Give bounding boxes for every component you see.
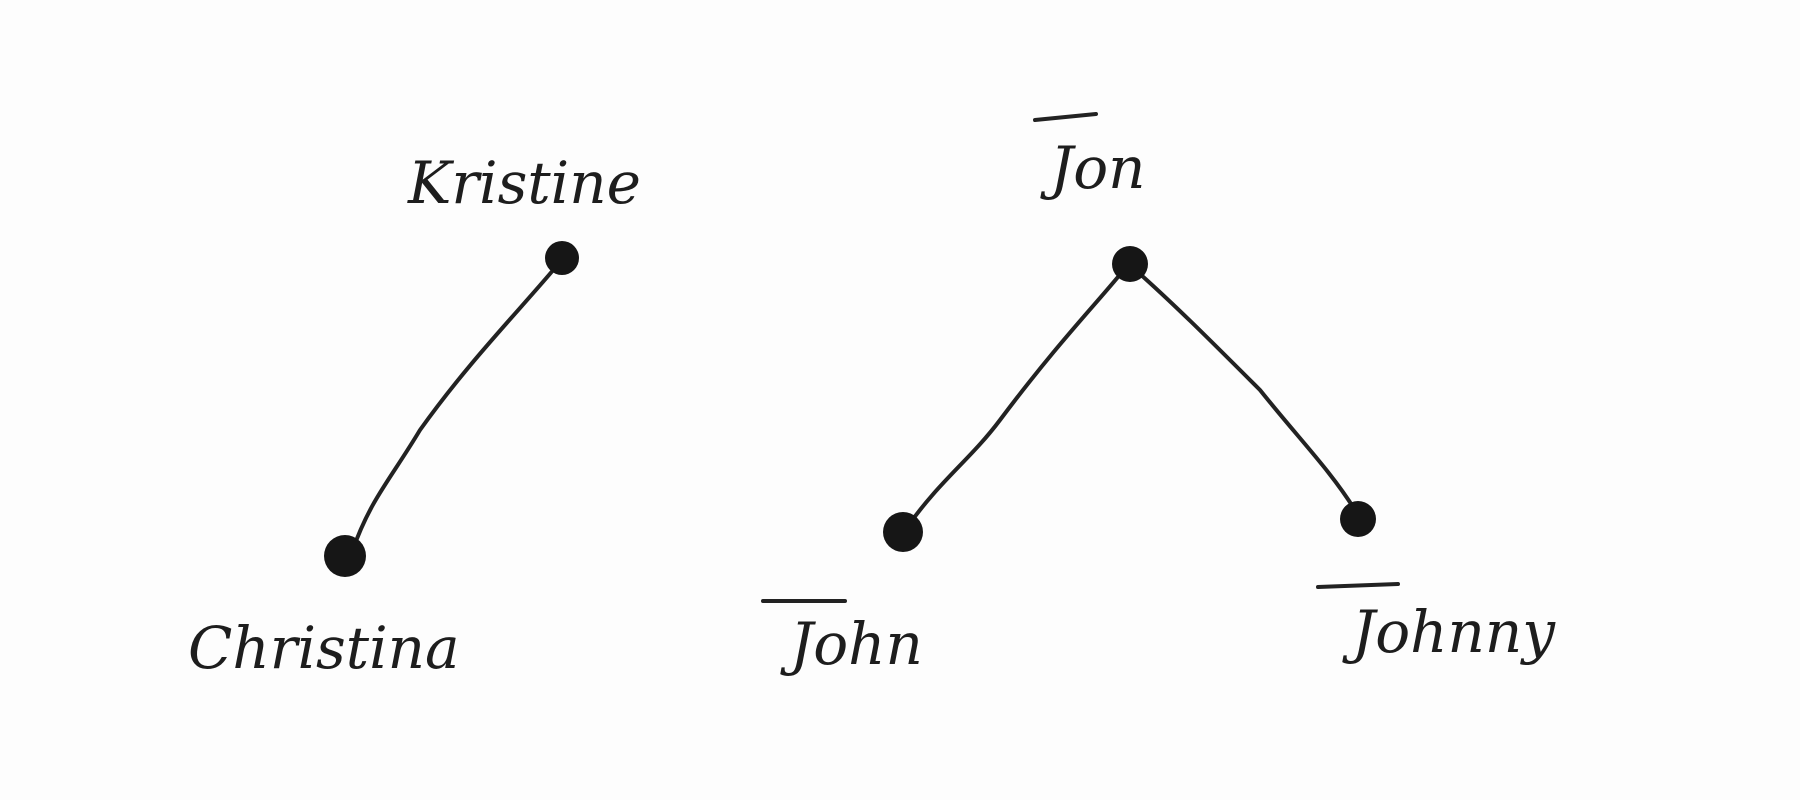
label-john: John bbox=[780, 610, 923, 678]
edge-kristine-christina bbox=[350, 260, 562, 554]
label-jon: Jon bbox=[1040, 134, 1146, 202]
node-johnny bbox=[1340, 501, 1376, 537]
label-christina: Christina bbox=[188, 614, 460, 682]
edge-jon-john bbox=[903, 264, 1129, 532]
label-johnny: Johnny bbox=[1342, 598, 1556, 666]
edge-jon-johnny bbox=[1129, 264, 1357, 512]
crossbar-jon bbox=[1033, 112, 1098, 122]
node-kristine bbox=[545, 241, 579, 275]
node-john bbox=[883, 512, 923, 552]
node-jon bbox=[1112, 246, 1148, 282]
label-kristine: Kristine bbox=[407, 149, 641, 217]
crossbar-johnny bbox=[1316, 582, 1400, 589]
node-christina bbox=[324, 535, 366, 577]
